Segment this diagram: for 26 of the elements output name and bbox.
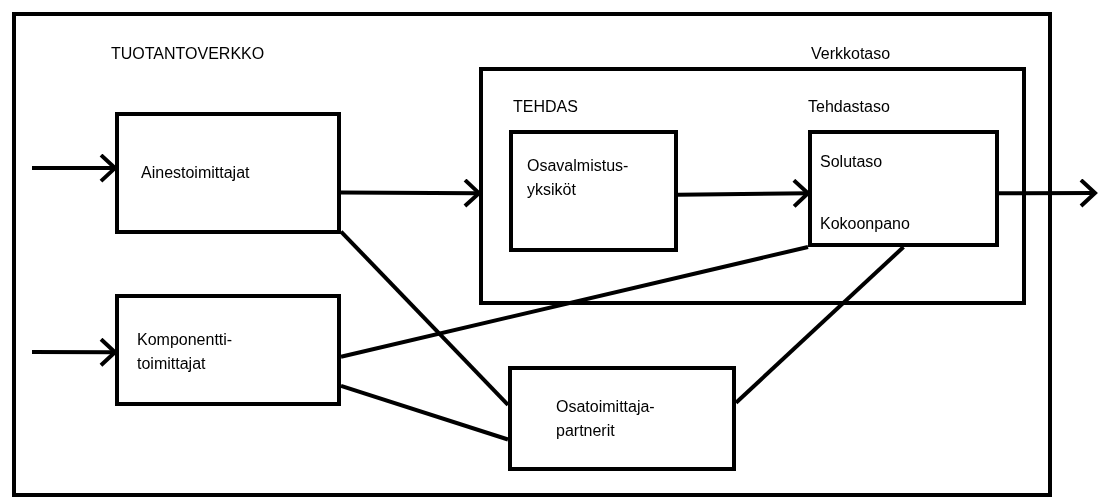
box-heading: Solutaso: [820, 152, 884, 172]
network-frame: [12, 12, 1052, 497]
box-heading: TEHDAS: [513, 97, 579, 117]
level-label: Tehdastaso: [808, 97, 891, 117]
level-label: Kokoonpano: [820, 214, 911, 234]
connector-line: [340, 245, 809, 359]
factory-box: [479, 67, 1026, 305]
process-box: [115, 112, 341, 234]
process-box: [508, 366, 736, 471]
box-label: Osavalmistus- yksiköt: [527, 156, 630, 200]
process-box: [808, 130, 999, 247]
arrow: [341, 178, 481, 209]
box-heading: TUOTANTOVERKKO: [111, 44, 266, 64]
arrow: [677, 178, 810, 209]
process-box: [115, 294, 341, 406]
arrow: [32, 153, 117, 184]
process-box: [509, 130, 678, 252]
connector-line: [340, 383, 509, 442]
box-label: Ainestoimittajat: [141, 163, 251, 183]
box-label: Osatoimittaja- partnerit: [556, 397, 656, 441]
arrow: [32, 337, 117, 368]
connector-line: [339, 230, 510, 407]
box-label: Komponentti- toimittajat: [137, 330, 234, 374]
level-label: Verkkotaso: [811, 44, 892, 64]
arrow: [999, 178, 1097, 209]
connector-line: [734, 245, 905, 405]
